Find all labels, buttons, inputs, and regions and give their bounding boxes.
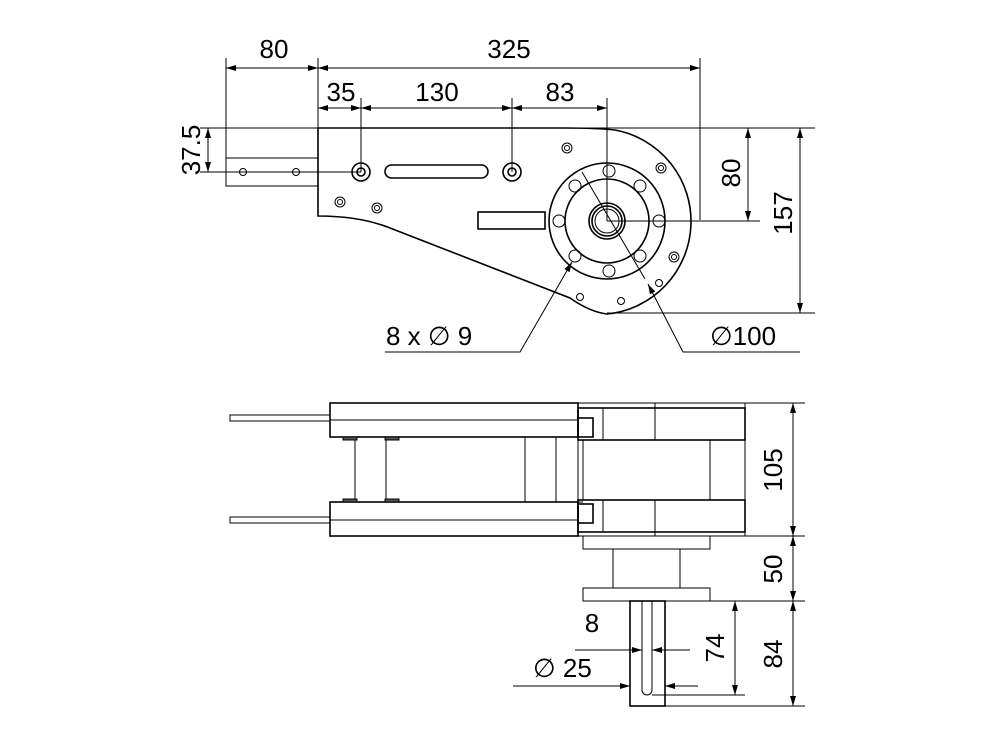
dim-74: 74 (700, 634, 730, 663)
dim-325: 325 (487, 34, 530, 64)
side-extension-lines (652, 402, 805, 707)
dim-157: 157 (768, 191, 798, 234)
small-holes (334, 142, 680, 305)
plate-outline (317, 127, 692, 315)
dim-105: 105 (758, 448, 788, 491)
dim-37-5: 37.5 (176, 125, 206, 176)
side-dimension-lines (513, 403, 796, 706)
label-plate (477, 211, 546, 230)
dim-25: ∅ 25 (533, 653, 592, 683)
extension-lines (200, 58, 815, 314)
dim-80-center: 80 (716, 159, 746, 188)
dimension-lines (205, 65, 803, 353)
output-shaft (629, 600, 666, 707)
flange-plate (582, 535, 711, 550)
hub (612, 548, 681, 589)
callout-100: ∅100 (710, 321, 776, 351)
spacers (342, 436, 583, 503)
dim-80-tab: 80 (260, 34, 289, 64)
dim-50: 50 (758, 555, 788, 584)
dim-83: 83 (546, 77, 575, 107)
dim-130: 130 (415, 77, 458, 107)
wheel (577, 402, 746, 537)
dim-84: 84 (758, 640, 788, 669)
mount-plate (582, 587, 711, 602)
keyway (641, 601, 653, 696)
callout-8x9: 8 x ∅ 9 (386, 321, 472, 351)
top-view: 325 80 35 130 83 37.5 80 157 8 x ∅ 9 ∅10… (176, 34, 815, 353)
dim-8: 8 (585, 608, 599, 638)
side-view: 105 50 84 74 8 ∅ 25 (229, 402, 805, 707)
slot (384, 164, 489, 179)
rod (229, 414, 331, 422)
lower-plate (329, 501, 579, 537)
rod (229, 516, 331, 524)
dim-35: 35 (327, 77, 356, 107)
